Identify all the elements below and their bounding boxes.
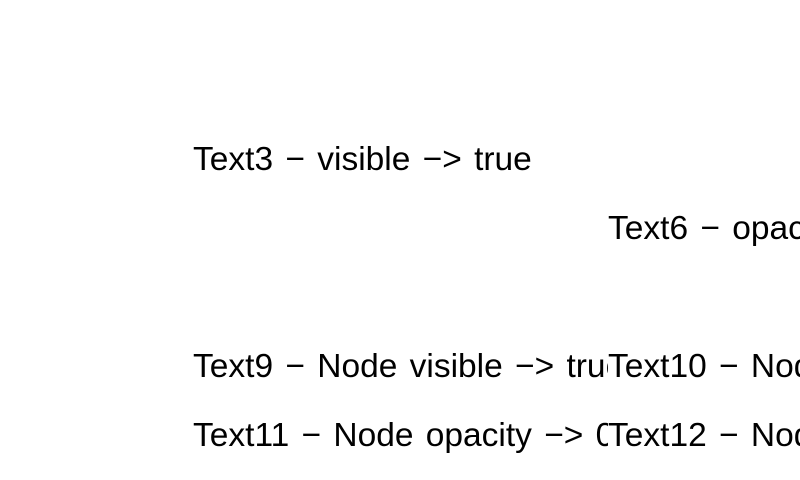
text-node-6: Text6 − opacity −> 0 (608, 212, 800, 246)
text-node-3: Text3 − visible −> true (193, 143, 532, 177)
text-node-10: Text10 − Node (608, 350, 800, 384)
text-node-12: Text12 − Node (608, 419, 800, 453)
text-node-11: Text11 − Node opacity −> 0 (193, 419, 608, 453)
text-node-9: Text9 − Node visible −> true (193, 350, 608, 384)
